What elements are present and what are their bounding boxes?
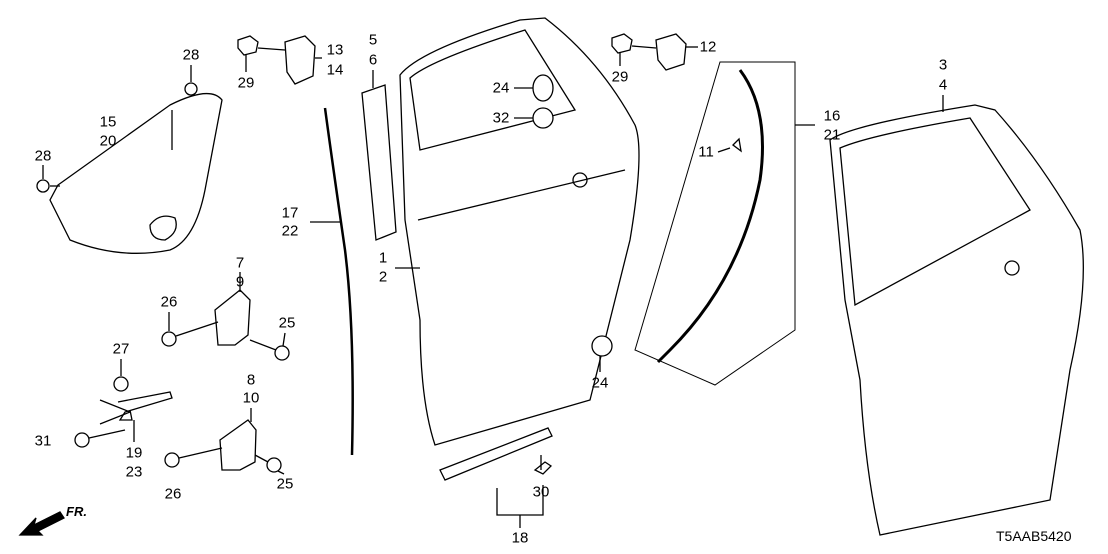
callout-1: 1: [378, 249, 388, 267]
part-seal-17: [323, 107, 354, 456]
part-rear-door-left: [399, 17, 640, 446]
front-arrow-icon: [18, 511, 65, 536]
callout-24: 24: [591, 374, 609, 392]
callout-9: 9: [235, 273, 245, 291]
callout-28: 28: [34, 147, 52, 165]
callout-25: 25: [278, 314, 296, 332]
callout-17: 17: [281, 204, 299, 222]
part-clip-29: [237, 35, 259, 56]
front-label: FR.: [66, 504, 87, 519]
callout-31: 31: [34, 432, 52, 450]
callout-22: 22: [281, 222, 299, 240]
callout-26: 26: [160, 293, 178, 311]
callout-7: 7: [235, 254, 245, 272]
part-door-shell: [829, 104, 1084, 536]
part-door-checker: [117, 391, 173, 421]
callout-29: 29: [237, 74, 255, 92]
callout-14: 14: [326, 61, 344, 79]
callout-6: 6: [368, 51, 378, 69]
part-nut-28: [184, 82, 198, 96]
part-hinge-lower: [219, 419, 257, 471]
callout-2: 2: [378, 268, 388, 286]
callout-25: 25: [276, 475, 294, 493]
diagram-code: T5AAB5420: [996, 528, 1072, 544]
callout-11: 11: [698, 143, 714, 161]
callout-32: 32: [492, 109, 510, 127]
callout-10: 10: [242, 389, 260, 407]
callout-23: 23: [125, 463, 143, 481]
callout-3: 3: [938, 56, 948, 74]
part-hinge-upper: [214, 289, 251, 346]
part-weatherstrip-16: [656, 69, 764, 364]
callout-30: 30: [532, 483, 550, 501]
callout-29: 29: [611, 68, 629, 86]
part-checker-12: [655, 33, 687, 71]
part-checker-13: [284, 35, 316, 85]
part-plug-24: [591, 335, 613, 357]
callout-21: 21: [823, 126, 841, 144]
callout-27: 27: [112, 340, 130, 358]
part-clip-11: [732, 137, 742, 153]
callout-18: 18: [511, 529, 529, 547]
callout-19: 19: [125, 444, 143, 462]
callout-20: 20: [99, 132, 117, 150]
callout-26: 26: [164, 485, 182, 503]
part-garnish-5: [361, 84, 397, 241]
part-moulding-18: [439, 427, 553, 481]
part-plug-24: [532, 74, 554, 102]
callout-15: 15: [99, 113, 117, 131]
callout-28: 28: [182, 46, 200, 64]
part-plug-32: [532, 107, 554, 129]
callout-13: 13: [326, 41, 344, 59]
callout-24: 24: [492, 79, 510, 97]
part-door-liner: [49, 93, 223, 254]
callout-12: 12: [699, 38, 717, 56]
callout-5: 5: [368, 31, 378, 49]
callout-16: 16: [823, 107, 841, 125]
part-nut-28: [36, 179, 50, 193]
callout-4: 4: [938, 76, 948, 94]
callout-8: 8: [246, 371, 256, 389]
